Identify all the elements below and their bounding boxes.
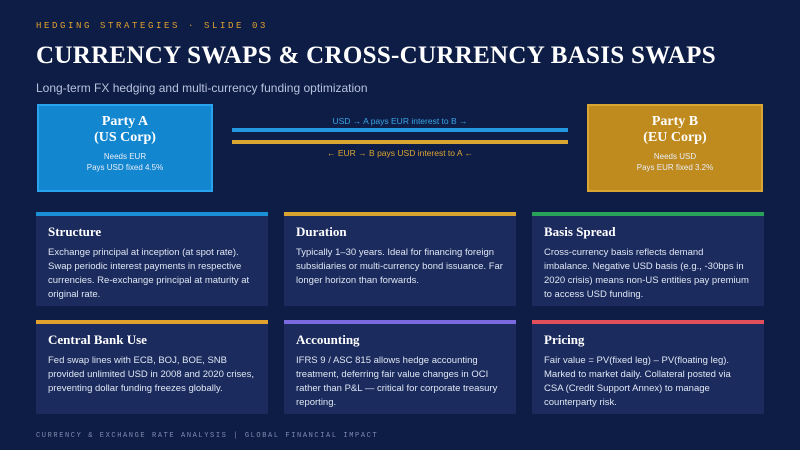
slide-footer: CURRENCY & EXCHANGE RATE ANALYSIS | GLOB… — [36, 432, 379, 440]
flow-bottom-label: ← EUR → B pays USD interest to A ← — [327, 148, 473, 158]
party-b-name: Party B — [651, 114, 699, 129]
card-pricing: Pricing Fair value = PV(fixed leg) – PV(… — [532, 320, 764, 414]
flow-bottom-arrow — [232, 140, 568, 144]
party-b-need: Needs USD — [653, 152, 697, 161]
party-b-pays: Pays EUR fixed 3.2% — [636, 163, 714, 172]
party-a-name: Party A — [101, 114, 149, 129]
card-body: Typically 1–30 years. Ideal for financin… — [296, 247, 503, 286]
card-body: Fair value = PV(fixed leg) – PV(floating… — [544, 355, 731, 408]
card-basis-spread: Basis Spread Cross-currency basis reflec… — [532, 212, 764, 306]
card-title: Duration — [296, 224, 347, 239]
card-title: Basis Spread — [544, 224, 616, 239]
card-duration: Duration Typically 1–30 years. Ideal for… — [284, 212, 516, 306]
slide-subtitle: Long-term FX hedging and multi-currency … — [36, 81, 368, 95]
card-body: Fed swap lines with ECB, BOJ, BOE, SNB p… — [48, 355, 254, 394]
flow-top-label: USD → A pays EUR interest to B → — [332, 116, 468, 126]
card-body: Cross-currency basis reflects demand imb… — [544, 247, 749, 300]
card-title: Pricing — [544, 332, 585, 347]
card-structure: Structure Exchange principal at inceptio… — [36, 212, 268, 306]
party-b-box: Party B (EU Corp) Needs USD Pays EUR fix… — [587, 104, 763, 192]
card-body: Exchange principal at inception (at spot… — [48, 247, 250, 300]
party-a-pays: Pays USD fixed 4.5% — [86, 163, 164, 172]
flow-top-arrow — [232, 128, 568, 132]
slide-title: CURRENCY SWAPS & CROSS-CURRENCY BASIS SW… — [36, 42, 716, 69]
party-a-need: Needs EUR — [103, 152, 147, 161]
party-a-box: Party A (US Corp) Needs EUR Pays USD fix… — [37, 104, 213, 192]
card-title: Accounting — [296, 332, 360, 347]
slide-kicker: HEDGING STRATEGIES · SLIDE 03 — [36, 21, 269, 31]
card-title: Structure — [48, 224, 102, 239]
card-central-bank-use: Central Bank Use Fed swap lines with ECB… — [36, 320, 268, 414]
party-b-subtitle: (EU Corp) — [643, 130, 707, 145]
card-body: IFRS 9 / ASC 815 allows hedge accounting… — [296, 355, 498, 408]
card-title: Central Bank Use — [48, 332, 147, 347]
party-a-subtitle: (US Corp) — [94, 130, 156, 145]
card-accounting: Accounting IFRS 9 / ASC 815 allows hedge… — [284, 320, 516, 414]
